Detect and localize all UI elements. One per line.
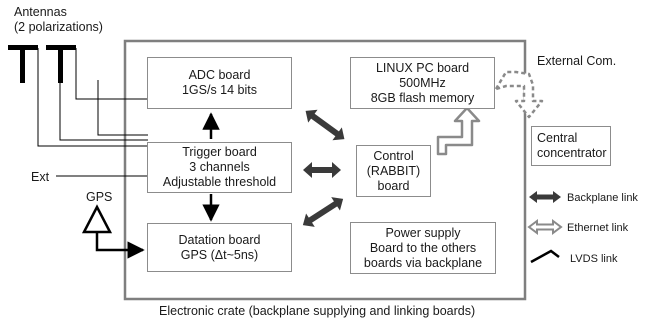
backplane-arrow-datation	[302, 197, 344, 227]
power-supply-line3: boards via backplane	[363, 255, 483, 270]
datation-board-spec: GPS (Δt~5ns)	[180, 247, 259, 262]
antennas-polarizations: (2 polarizations)	[14, 20, 103, 34]
antennas-title: Antennas	[14, 5, 67, 19]
gps-wire	[95, 232, 145, 259]
antennas-label: Antennas	[14, 5, 67, 20]
datation-board: Datation board GPS (Δt~5ns)	[147, 223, 292, 272]
datation-board-title: Datation board	[178, 232, 261, 247]
control-board-rabbit: (RABBIT)	[366, 163, 421, 178]
control-board: Control (RABBIT) board	[356, 145, 431, 197]
legend-ethernet-label: Ethernet link	[567, 222, 629, 234]
legend-lvds-label: LVDS link	[570, 253, 618, 265]
control-board-title: Control	[373, 148, 414, 163]
gps-label: GPS	[86, 190, 113, 204]
linux-pc-board: LINUX PC board 500MHz 8GB flash memory	[350, 57, 495, 109]
trigger-board-title: Trigger board	[182, 145, 257, 159]
external-com-label: External Com.	[537, 54, 617, 68]
adc-board-spec: 1GS/s 14 bits	[181, 83, 258, 97]
legend-backplane-icon	[529, 191, 561, 203]
antennas-sublabel: (2 polarizations)	[14, 20, 103, 35]
power-supply-board: Power supply Board to the others boards …	[350, 222, 496, 274]
trigger-board-channels: 3 channels	[189, 160, 250, 174]
central-concentrator: Central concentrator	[531, 126, 611, 166]
adc-board: ADC board 1GS/s 14 bits	[147, 57, 292, 109]
power-supply-title: Power supply	[385, 225, 461, 240]
trigger-board-threshold: Adjustable threshold	[162, 175, 277, 189]
backplane-arrow-adc	[305, 109, 345, 141]
crate-caption: Electronic crate (backplane supplying an…	[159, 304, 476, 318]
antenna-wires	[37, 48, 148, 147]
linux-pc-cpu: 500MHz	[399, 75, 446, 90]
adc-board-title: ADC board	[188, 68, 251, 82]
ethernet-arrow-control-to-linux	[436, 106, 481, 156]
gps-antenna-icon	[81, 204, 113, 234]
ext-label: Ext	[31, 170, 50, 184]
central-concentrator-line2: concentrator	[537, 146, 607, 160]
control-board-suffix: board	[377, 178, 410, 193]
legend-lvds-icon	[530, 249, 560, 264]
electronic-crate	[123, 39, 527, 301]
legend-ethernet-icon	[527, 219, 563, 235]
power-supply-line2: Board to the others	[369, 240, 477, 255]
linux-pc-title: LINUX PC board	[375, 60, 470, 75]
legend-backplane-label: Backplane link	[567, 192, 638, 204]
antenna-icon	[8, 45, 76, 83]
trigger-board: Trigger board 3 channels Adjustable thre…	[147, 142, 292, 193]
central-concentrator-line1: Central	[537, 131, 578, 145]
external-com-arrow	[494, 70, 544, 119]
backplane-arrow-trigger	[303, 162, 341, 178]
linux-pc-memory: 8GB flash memory	[370, 90, 475, 105]
